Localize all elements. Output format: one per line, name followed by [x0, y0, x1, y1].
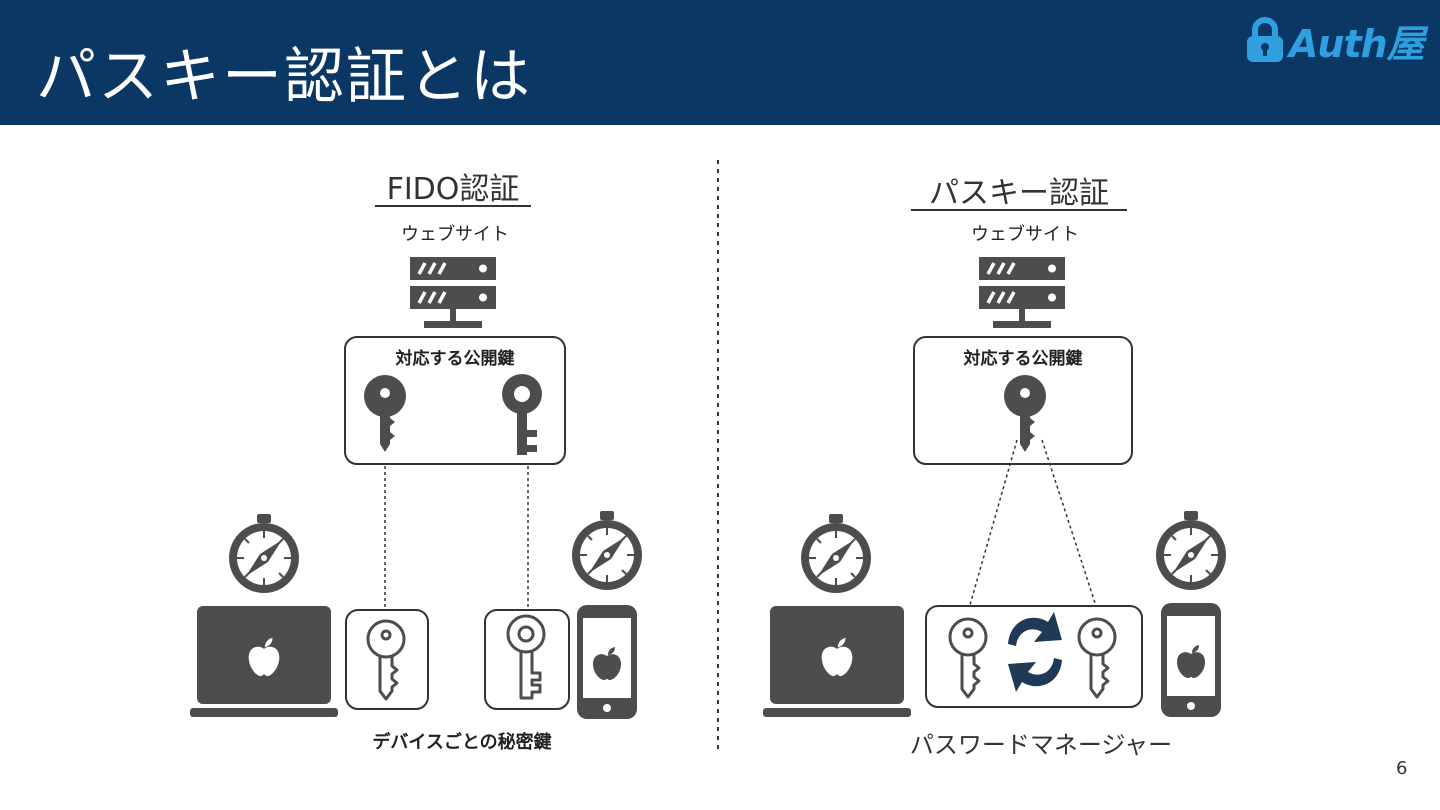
fido-laptop-key-box [345, 609, 429, 710]
passkey-heading: パスキー認証 [929, 176, 1109, 211]
slide-title: パスキー認証とは [36, 42, 532, 112]
auth-ya-logo: Auth屋 [1245, 16, 1425, 66]
passkey-server-icon [977, 255, 1067, 330]
fido-key-box-label: 対応する公開鍵 [395, 348, 515, 369]
fido-panel: FIDO認証 ウェブサイト 対応する公開鍵 デバイスごとの秘密鍵 [190, 172, 643, 753]
passkey-phone-icon [1161, 603, 1221, 717]
sync-arrows-icon [1008, 612, 1062, 692]
passkey-phone-browser-compass-icon [1155, 510, 1227, 591]
fido-heading: FIDO認証 [387, 172, 520, 207]
title-bar: パスキー認証とは Auth屋 [0, 0, 1440, 125]
padlock-icon [1247, 17, 1283, 62]
fido-phone-icon [577, 605, 637, 719]
passkey-laptop-icon [763, 606, 911, 717]
fido-server-icon [408, 255, 498, 330]
passkey-panel: パスキー認証 ウェブサイト 対応する公開鍵 パスワードマネージャー [763, 176, 1227, 759]
fido-phone-browser-compass-icon [571, 510, 643, 591]
passkey-link-line-1 [967, 439, 1018, 613]
passkey-link-line-2 [1041, 439, 1099, 613]
fido-laptop-icon [190, 606, 338, 717]
fido-public-key-box [344, 336, 566, 465]
fido-laptop-browser-compass-icon [228, 513, 300, 594]
passkey-bottom-label: パスワードマネージャー [910, 731, 1172, 759]
fido-bottom-label: デバイスごとの秘密鍵 [372, 731, 551, 753]
page-number: 6 [1396, 758, 1408, 779]
fido-server-label: ウェブサイト [401, 223, 509, 245]
passkey-laptop-browser-compass-icon [800, 513, 872, 594]
fido-phone-key-box [484, 609, 570, 710]
logo-text: Auth屋 [1289, 21, 1425, 66]
passkey-key-box-label: 対応する公開鍵 [963, 348, 1083, 369]
passkey-server-label: ウェブサイト [971, 223, 1079, 245]
